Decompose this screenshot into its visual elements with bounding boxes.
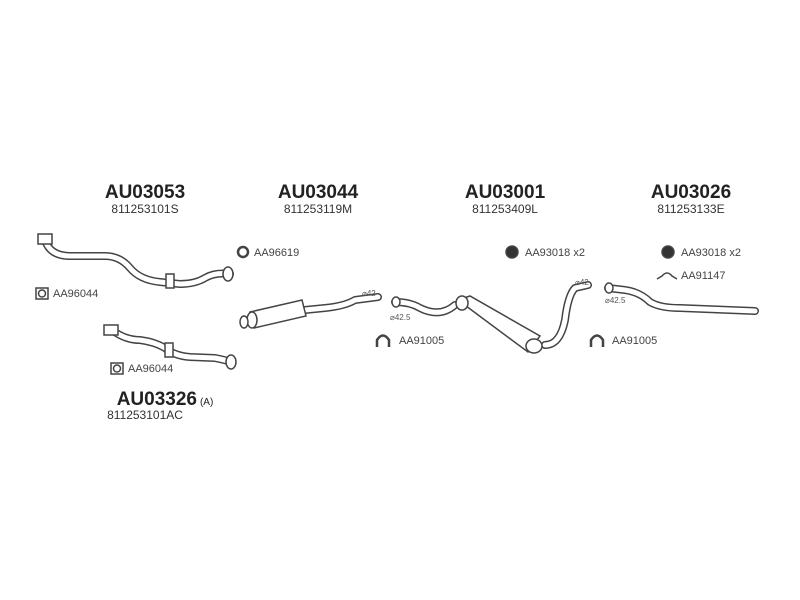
oe-number: 811253133E: [657, 202, 725, 216]
part-code[interactable]: AU03026: [650, 182, 732, 203]
middle-pipe-au03044: [301, 293, 382, 314]
accessory-label[interactable]: AA96044: [53, 288, 99, 300]
diameter-label: ⌀42: [362, 289, 376, 298]
pipe-end-icon: [391, 296, 401, 308]
rear-pipe-au03001: [391, 281, 592, 349]
hanger-icon: [656, 272, 678, 280]
oe-number: 811253101AC: [107, 408, 183, 422]
part-code[interactable]: AU03326(A): [117, 390, 214, 409]
accessory-label[interactable]: AA91005: [612, 335, 658, 347]
accessory-label[interactable]: AA91005: [399, 335, 445, 347]
oe-number: 811253409L: [472, 202, 538, 216]
accessory-label[interactable]: AA91147: [681, 270, 726, 282]
clamp-icon: [589, 334, 605, 347]
diameter-label: ⌀42.5: [605, 296, 626, 305]
oe-number: 811253101S: [111, 202, 179, 216]
flange-icon: [103, 324, 119, 336]
clamp-joint-icon: [165, 273, 175, 289]
diameter-label: ⌀42.5: [390, 313, 411, 322]
accessory-label[interactable]: AA93018 x2: [681, 247, 741, 259]
part-code-text: AU03326: [116, 389, 197, 410]
flange-icon: [222, 266, 234, 282]
oe-number: 811253119M: [283, 202, 353, 216]
part-code[interactable]: AU03053: [104, 182, 186, 203]
ring-icon: [236, 245, 250, 259]
variant-label: (A): [199, 397, 214, 408]
clamp-joint-icon: [164, 342, 174, 358]
muffler-au03001: [455, 295, 543, 354]
rubber-mount-icon: [505, 245, 519, 259]
tail-pipe-au03026: [604, 284, 759, 315]
diameter-label: ⌀42: [575, 278, 589, 287]
rubber-mount-icon: [661, 245, 675, 259]
clamp-icon: [375, 334, 391, 347]
accessory-label[interactable]: AA96044: [128, 363, 174, 375]
part-code[interactable]: AU03001: [464, 182, 546, 203]
accessory-label[interactable]: AA93018 x2: [525, 247, 585, 259]
part-code[interactable]: AU03044: [277, 182, 359, 203]
flange-icon: [37, 233, 53, 245]
accessory-label[interactable]: AA96619: [254, 247, 300, 259]
pipe-end-icon: [604, 282, 614, 294]
muffler-au03044: [239, 299, 307, 329]
front-pipe-au03053: [41, 236, 234, 288]
flange-icon: [225, 354, 237, 370]
